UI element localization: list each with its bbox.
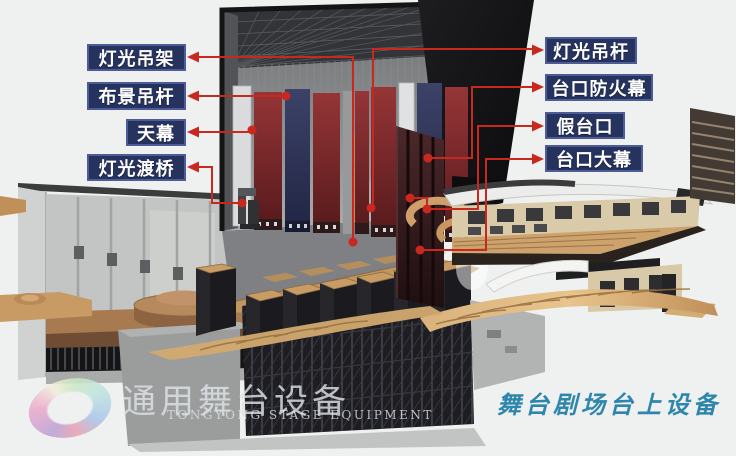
red-curtain-batten [254, 92, 282, 230]
seat-rows [199, 288, 691, 351]
connector-lighting-batten [366, 44, 544, 213]
fly-lines [243, 56, 434, 98]
label-lighting-bridge: 灯光渡桥 [87, 154, 186, 181]
side-wall-slats [690, 108, 735, 204]
connector-fire-curtain [423, 81, 544, 163]
connector-main-curtain [415, 153, 544, 255]
grid-iron-ceiling [222, 4, 441, 69]
label-lighting-frame: 灯光吊架 [87, 44, 186, 71]
label-false-proscenium: 假台口 [545, 112, 625, 139]
lighting-bridge-equipment [238, 188, 260, 229]
label-main-curtain: 台口大幕 [545, 145, 643, 172]
connector-scenery-batten [187, 90, 291, 102]
orchestra-floor [148, 288, 718, 360]
connector-cyclorama [187, 125, 257, 138]
connector-lighting-bridge [187, 161, 247, 208]
label-scenery-batten: 布景吊杆 [87, 82, 186, 110]
label-fire-curtain: 台口防火幕 [545, 74, 653, 101]
connector-false-proscenium [405, 120, 544, 214]
label-lighting-batten: 灯光吊杆 [545, 37, 637, 64]
navy-panel-batten [285, 89, 310, 232]
callout-connectors [187, 44, 544, 255]
sound-reflector [485, 259, 589, 293]
page-caption: 舞台剧场台上设备 [497, 390, 721, 419]
connector-lighting-frame [187, 51, 358, 247]
watermark-english-text: TONGYONG STAGE EQUIPMENT [167, 408, 434, 422]
red-curtain-batten [313, 93, 340, 233]
auditorium-balcony-tier [443, 179, 714, 265]
red-curtain-batten [355, 91, 369, 234]
watermark-chinese-text: 通用舞台设备 [122, 383, 350, 421]
label-cyclorama: 天幕 [126, 119, 186, 146]
red-curtain-batten [371, 87, 396, 237]
